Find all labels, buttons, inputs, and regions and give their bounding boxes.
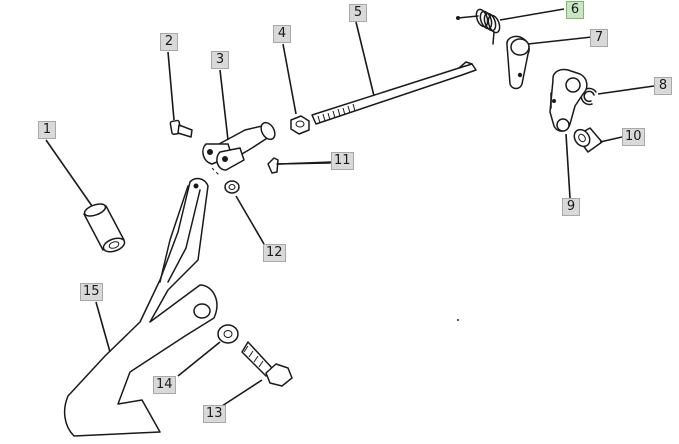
part-15-pedal-arm	[63, 177, 218, 437]
part-5-rod	[311, 61, 477, 125]
leader-lines	[45, 8, 655, 407]
callout-5[interactable]: 5	[349, 4, 367, 22]
callout-1[interactable]: 1	[38, 121, 56, 139]
part-2-bolt	[169, 119, 193, 138]
part-9-bellcrank	[549, 68, 588, 132]
part-3-clevis	[202, 121, 276, 177]
callout-8[interactable]: 8	[654, 77, 672, 95]
callout-6[interactable]: 6	[566, 1, 584, 19]
part-7-lever	[506, 35, 530, 90]
callout-7[interactable]: 7	[590, 29, 608, 47]
callout-12[interactable]: 12	[263, 244, 286, 262]
callout-10[interactable]: 10	[622, 128, 645, 146]
callout-14[interactable]: 14	[153, 376, 176, 394]
callout-9[interactable]: 9	[562, 198, 580, 216]
part-14-washer	[217, 324, 239, 344]
callout-3[interactable]: 3	[211, 51, 229, 69]
part-4-nut	[290, 115, 310, 135]
callout-11[interactable]: 11	[331, 152, 354, 170]
callout-15[interactable]: 15	[80, 283, 103, 301]
part-1-bushing	[83, 203, 126, 253]
callout-2[interactable]: 2	[160, 33, 178, 51]
callout-4[interactable]: 4	[273, 25, 291, 43]
part-13-bolt	[241, 341, 293, 387]
part-10-sleeve	[573, 127, 603, 153]
stray-mark	[457, 319, 459, 321]
part-11-cotter-pin	[267, 157, 331, 174]
part-6-spring	[456, 8, 501, 45]
part-12-washer	[224, 180, 240, 194]
callout-13[interactable]: 13	[203, 405, 226, 423]
